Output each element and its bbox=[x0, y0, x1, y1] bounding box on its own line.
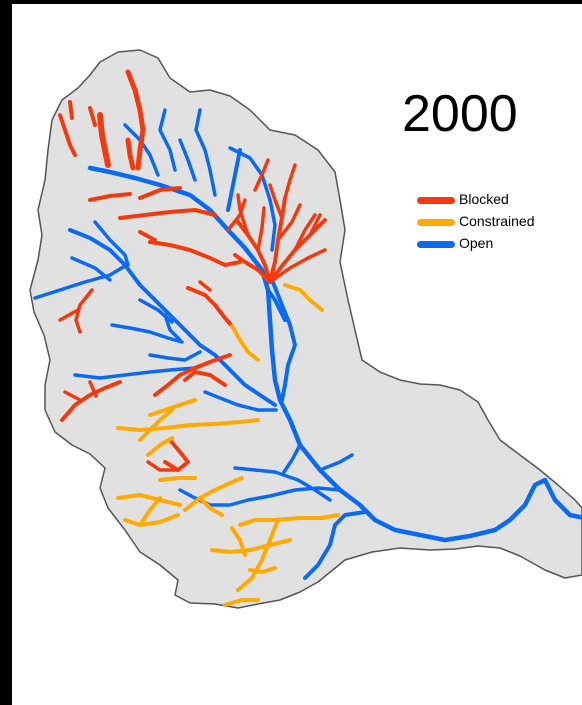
stream-segment-constrained bbox=[223, 598, 260, 607]
stream-segment-blocked bbox=[58, 113, 77, 157]
stream-segment-open bbox=[110, 323, 184, 344]
stream-segment-open bbox=[123, 123, 160, 177]
stream-segment-open bbox=[178, 138, 197, 182]
stream-segment-open bbox=[233, 466, 332, 502]
stream-segment-blocked bbox=[308, 213, 322, 237]
stream-segment-open bbox=[203, 390, 278, 412]
stream-segment-blocked bbox=[268, 183, 284, 220]
stream-segment-open bbox=[318, 453, 354, 472]
stream-segment-blocked bbox=[153, 353, 232, 397]
stream-segment-constrained bbox=[123, 513, 180, 527]
year-label: 2000 bbox=[402, 85, 518, 143]
stream-network bbox=[33, 69, 582, 607]
stream-segment-open bbox=[158, 108, 177, 172]
stream-segment-constrained bbox=[138, 496, 162, 527]
stream-segment-open bbox=[33, 264, 127, 300]
stream-segment-blocked bbox=[138, 186, 182, 200]
stream-segment-blocked bbox=[146, 460, 180, 472]
stream-segment-blocked bbox=[293, 213, 317, 252]
legend-swatch-blocked bbox=[417, 197, 455, 204]
stream-segment-open bbox=[266, 288, 287, 322]
stream-segment-open bbox=[70, 256, 112, 282]
stream-segment-blocked bbox=[226, 198, 247, 232]
stream-segment-blocked bbox=[253, 158, 270, 192]
stream-segment-blocked bbox=[58, 308, 80, 322]
stream-segment-blocked bbox=[97, 112, 111, 168]
legend-swatch-open bbox=[417, 241, 455, 248]
stream-segment-blocked bbox=[60, 380, 122, 422]
stream-segment-blocked bbox=[138, 230, 157, 242]
legend-label-constrained: Constrained bbox=[459, 213, 535, 229]
stream-segment-constrained bbox=[183, 476, 244, 512]
stream-segment-open bbox=[270, 278, 297, 402]
stream-segment-constrained bbox=[248, 566, 277, 574]
stream-segment-open bbox=[303, 510, 367, 580]
stream-segment-constrained bbox=[148, 398, 197, 417]
stream-segment-constrained bbox=[210, 538, 292, 554]
stream-segment-constrained bbox=[158, 476, 197, 482]
stream-segment-blocked bbox=[74, 288, 94, 334]
legend-label-blocked: Blocked bbox=[459, 191, 509, 207]
stream-segment-blocked bbox=[183, 370, 227, 387]
stream-segment-blocked bbox=[283, 163, 297, 200]
stream-segment-constrained bbox=[198, 496, 224, 517]
stream-segment-open bbox=[282, 443, 302, 474]
stream-segment-blocked bbox=[63, 390, 82, 402]
stream-segment-blocked bbox=[68, 100, 74, 120]
stream-segment-blocked bbox=[148, 240, 242, 267]
stream-segment-open bbox=[228, 146, 277, 252]
stream-segment-blocked bbox=[88, 380, 98, 398]
stream-segment-constrained bbox=[283, 283, 324, 312]
stream-segment-constrained bbox=[146, 436, 174, 457]
stream-segment-constrained bbox=[138, 408, 174, 442]
stream-segment-blocked bbox=[125, 137, 136, 171]
stream-segment-blocked bbox=[233, 253, 272, 284]
stream-segment-blocked bbox=[88, 192, 132, 202]
stream-segment-blocked bbox=[125, 69, 146, 171]
stream-segment-blocked bbox=[268, 248, 327, 284]
stream-segment-constrained bbox=[236, 518, 280, 592]
stream-segment-blocked bbox=[186, 286, 234, 328]
stream-segment-blocked bbox=[88, 106, 97, 127]
stream-segment-blocked bbox=[163, 438, 190, 472]
stream-segment-blocked bbox=[118, 208, 217, 220]
stream-segment-open bbox=[194, 108, 217, 197]
stream-segment-blocked bbox=[198, 280, 212, 292]
stream-segment-constrained bbox=[230, 324, 260, 362]
stream-segment-open bbox=[226, 148, 242, 212]
stream-segment-open bbox=[73, 366, 197, 380]
stream-segment-open bbox=[148, 350, 202, 362]
stream-segment-constrained bbox=[116, 493, 182, 507]
stream-segment-constrained bbox=[230, 526, 247, 557]
stream-segment-blocked bbox=[256, 206, 266, 252]
legend-swatch-constrained bbox=[417, 219, 455, 226]
stream-segment-open bbox=[93, 220, 130, 267]
stream-segment-constrained bbox=[116, 418, 260, 432]
stream-segment-open bbox=[163, 313, 182, 342]
stream-segment-blocked bbox=[276, 203, 302, 242]
stream-segment-open bbox=[68, 228, 277, 407]
stream-segment-constrained bbox=[238, 513, 340, 527]
legend-label-open: Open bbox=[459, 235, 494, 251]
